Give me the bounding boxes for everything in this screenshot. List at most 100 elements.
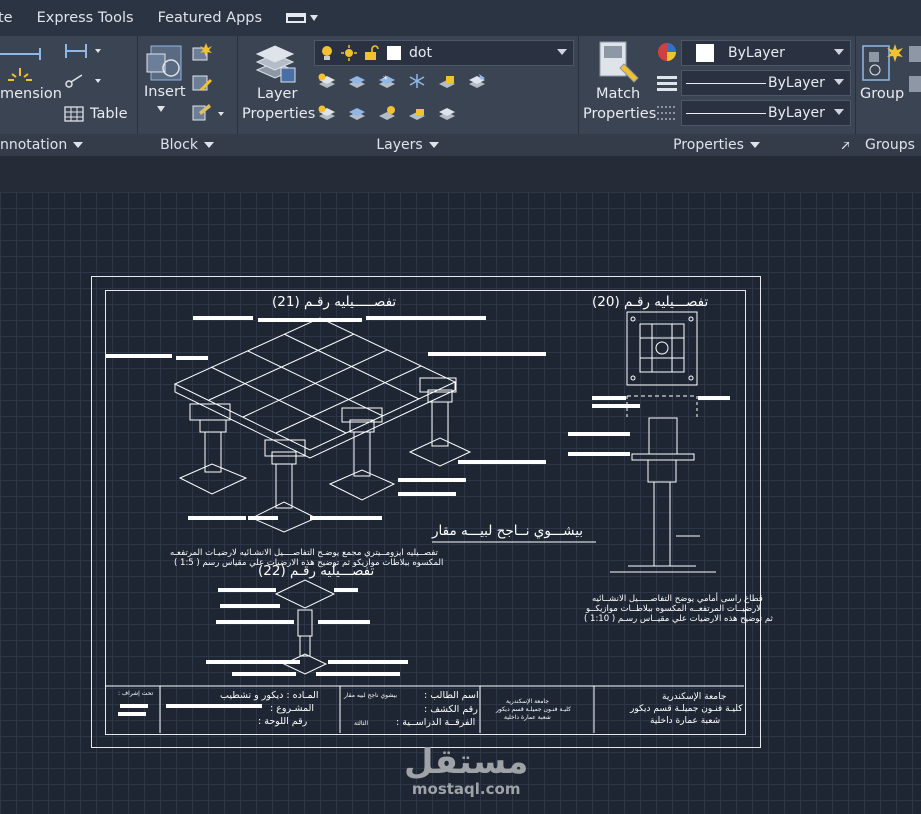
annotation-bar [592, 396, 626, 400]
color-wheel-icon[interactable] [656, 42, 678, 62]
layer-freeze-icon[interactable]: * [377, 72, 397, 90]
lineweight-dropdown[interactable]: ByLayer [681, 100, 851, 126]
tb-small-univ-line2: كليـة فنـون جميلـة قسم ديكور [496, 706, 572, 713]
annotation-bar [318, 620, 370, 624]
leader-icon[interactable] [64, 72, 104, 90]
tb-sheet-label: رقم اللوحة : [258, 716, 308, 727]
annotation-bar [216, 620, 294, 624]
table-label[interactable]: Table [90, 106, 128, 122]
tb-small-univ-line1: جامعة الإسكندرية [506, 698, 549, 705]
sheet-outer-border [91, 276, 761, 748]
annotation-bar [698, 396, 730, 400]
layer-properties-icon[interactable] [253, 40, 297, 84]
tb-university-line1: جامعة الإسكندرية [662, 692, 727, 702]
annotation-panel-title[interactable]: nnotation [0, 134, 137, 156]
linetype-icon[interactable] [656, 74, 678, 92]
tb-student-name-value: بيشوي ناجح لبيه مقار [344, 692, 398, 699]
properties-panel-title[interactable]: Properties [578, 134, 855, 156]
panel-title-text: Groups [865, 137, 915, 153]
group-label[interactable]: Group [860, 86, 905, 102]
table-icon[interactable] [64, 106, 84, 122]
panel-title-text: nnotation [0, 137, 68, 153]
linetype-preview [686, 82, 766, 84]
annotation-bar [428, 352, 546, 356]
insert-block-icon[interactable] [145, 40, 185, 84]
detail-22-title: تفصـــيليه رقـم (22) [258, 563, 375, 579]
match-properties-label-line2[interactable]: Properties [583, 106, 657, 122]
tb-subject-label: المـاده : ديكور و تشطيب [220, 690, 319, 701]
annotation-bar [310, 516, 382, 520]
menu-item-express-tools[interactable]: Express Tools [36, 10, 134, 26]
color-dropdown[interactable]: ByLayer [681, 40, 851, 66]
drawing-canvas[interactable] [0, 192, 921, 814]
annotation-bar [206, 660, 300, 664]
detail-21-title: تفصـــــيليه رقـم (21) [272, 294, 397, 310]
annotation-bar [592, 404, 640, 408]
unlock-icon [365, 45, 379, 60]
dimension-icon[interactable] [0, 44, 44, 84]
tb-university-line2: كليـة فنـون جميلـة قسم ديكور [630, 704, 743, 714]
watermark: مستقل mostaql.com [404, 744, 528, 798]
group-icon[interactable] [861, 42, 905, 84]
chevron-down-icon[interactable] [157, 106, 165, 112]
properties-panel: Match Properties ByLayer ByLayer ByLayer… [578, 36, 856, 156]
snowflake-icon[interactable] [407, 72, 427, 90]
layer-isolate-icon[interactable] [347, 72, 367, 90]
match-properties-label-line1[interactable]: Match [596, 86, 641, 102]
menu-item-partial[interactable]: te [0, 10, 13, 26]
annotation-bar [118, 712, 146, 716]
layer-properties-label-line1[interactable]: Layer [257, 86, 298, 102]
detail-21-description-line1: تفصــيليه ايزومــيتري مجمع يوضـح التفاصـ… [170, 548, 438, 558]
watermark-latin: mostaql.com [411, 780, 521, 798]
ribbon: mension Table nnotation Insert Block [0, 36, 921, 156]
detail-21-description-line2: المكسوه ببلاطات موازيكو ثم توضيح هذه الا… [174, 558, 444, 568]
color-value: ByLayer [728, 45, 785, 61]
annotation-bar [220, 604, 280, 608]
dialog-launcher-icon[interactable] [842, 142, 849, 149]
match-properties-icon[interactable] [596, 40, 640, 84]
layer-match-icon[interactable] [467, 72, 487, 90]
annotation-bar [568, 432, 630, 436]
detail-20-description-line2: لارضيــات المرتفعــه المكسوه ببلاطــات م… [586, 604, 762, 614]
dimension-label[interactable]: mension [0, 86, 62, 102]
layer-properties-label-line2[interactable]: Properties [242, 106, 316, 122]
chevron-down-icon [834, 79, 844, 85]
detail-20-title: تفصـــيليه رقـم (20) [592, 294, 709, 310]
linear-dimension-icon[interactable] [64, 42, 104, 60]
annotation-panel: mension Table nnotation [0, 36, 138, 156]
linetype-dropdown[interactable]: ByLayer [681, 70, 851, 96]
panel-title-text: Properties [673, 137, 744, 153]
tb-year-label: الفرقــة الدراســية : [396, 717, 476, 728]
layer-lock-icon[interactable] [437, 72, 457, 90]
layer-unisolate-icon[interactable] [347, 104, 367, 122]
block-panel-title[interactable]: Block [137, 134, 237, 156]
group-tools-partial-icon[interactable] [909, 42, 921, 102]
groups-panel: Group Groups [855, 36, 921, 156]
chevron-down-icon [203, 142, 214, 148]
annotation-bar [398, 478, 466, 482]
layers-panel: Layer Properties dot * Layers [237, 36, 579, 156]
layer-unlock-icon[interactable] [407, 104, 427, 122]
layer-off-icon[interactable] [317, 72, 337, 90]
chevron-down-icon [834, 109, 844, 115]
edit-attributes-icon[interactable] [191, 102, 231, 124]
layer-on-icon[interactable] [317, 104, 337, 122]
window-icon [286, 13, 307, 23]
layer-thaw-icon[interactable] [377, 104, 397, 122]
layer-dropdown[interactable]: dot [314, 40, 574, 66]
menu-item-featured-apps[interactable]: Featured Apps [157, 10, 263, 26]
sun-icon [341, 45, 357, 61]
chevron-down-icon [749, 142, 760, 148]
main-caption: بيشـــوي نــاجح لبيـــه مقار [432, 523, 584, 539]
edit-block-icon[interactable] [191, 72, 213, 94]
lineweight-icon[interactable] [656, 104, 678, 122]
create-block-icon[interactable] [191, 42, 213, 64]
annotation-bar [568, 452, 630, 456]
workspace-dropdown[interactable] [274, 13, 330, 23]
annotation-bar [193, 316, 253, 320]
groups-panel-title[interactable]: Groups [855, 134, 921, 156]
layer-current-icon[interactable] [437, 104, 457, 122]
layers-panel-title[interactable]: Layers [237, 134, 578, 156]
insert-label[interactable]: Insert [144, 84, 186, 100]
